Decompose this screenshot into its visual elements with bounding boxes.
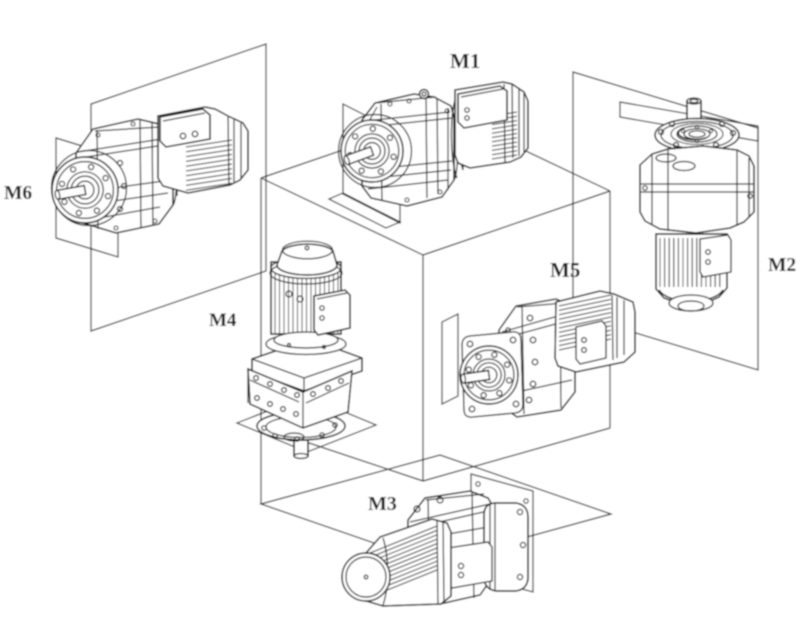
svg-text:M4: M4 xyxy=(209,310,237,331)
svg-text:M5: M5 xyxy=(550,258,580,282)
svg-text:M3: M3 xyxy=(368,493,397,515)
svg-text:M6: M6 xyxy=(4,183,32,204)
svg-text:M1: M1 xyxy=(450,49,480,73)
svg-text:M2: M2 xyxy=(768,255,796,276)
